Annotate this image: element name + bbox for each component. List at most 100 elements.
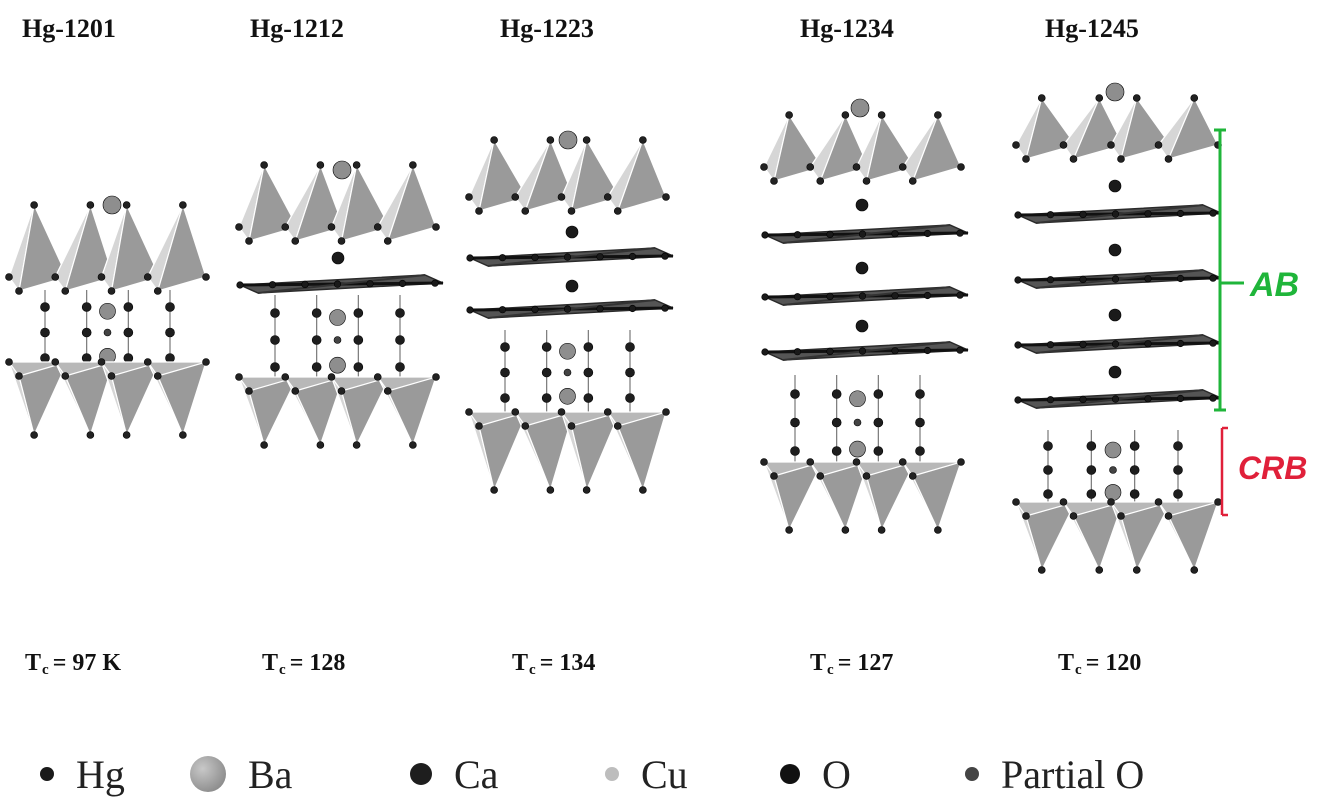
oxygen-atom (639, 486, 647, 494)
oxygen-atom (1176, 339, 1185, 348)
mercury-atom (565, 225, 579, 239)
mercury-atom (1108, 179, 1122, 193)
oxygen-atom (15, 287, 23, 295)
oxygen-atom (51, 273, 60, 281)
calcium-atom (790, 446, 800, 456)
oxygen-atom (567, 207, 576, 215)
oxygen-atom (852, 458, 861, 466)
oxygen-atom (1069, 155, 1078, 163)
mercury-atom (855, 198, 869, 212)
oxygen-atom (179, 431, 187, 439)
oxygen-atom (1059, 141, 1068, 149)
oxygen-atom (891, 347, 899, 355)
oxygen-atom (15, 372, 23, 380)
oxygen-atom (531, 253, 539, 261)
oxygen-atom (1132, 566, 1141, 574)
hg1223-bottom-pyramids (468, 411, 667, 492)
oxygen-atom (260, 441, 268, 449)
oxygen-atom (1209, 339, 1217, 347)
hg1212-bottom-pyramids (238, 376, 437, 447)
oxygen-atom (498, 306, 507, 314)
oxygen-atom (5, 358, 13, 366)
partial-oxygen-atom (333, 336, 342, 344)
oxygen-atom (366, 280, 374, 288)
oxygen-atom (107, 287, 116, 295)
legend-o-dot (780, 764, 800, 784)
calcium-atom (915, 417, 925, 428)
oxygen-atom (235, 373, 243, 381)
oxygen-atom (511, 408, 520, 416)
oxygen-atom (1079, 275, 1087, 284)
oxygen-atom (1012, 141, 1020, 149)
oxygen-atom (268, 281, 277, 289)
calcium-atom (500, 367, 510, 378)
oxygen-atom (1176, 394, 1185, 403)
oxygen-atom (613, 422, 622, 430)
oxygen-atom (179, 201, 187, 209)
calcium-atom (1173, 465, 1183, 475)
mercury-atom (1108, 308, 1122, 322)
oxygen-atom (107, 372, 116, 380)
partial-oxygen-atom (563, 368, 572, 377)
oxygen-atom (51, 358, 60, 366)
oxygen-atom (153, 372, 162, 380)
oxygen-atom (567, 422, 576, 430)
oxygen-atom (858, 347, 867, 355)
calcium-atom (81, 327, 92, 338)
oxygen-atom (490, 136, 498, 144)
oxygen-atom (862, 177, 871, 185)
calcium-atom (915, 389, 925, 399)
oxygen-atom (806, 163, 815, 171)
oxygen-atom (1046, 211, 1055, 219)
title-hg1212: Hg-1212 (250, 14, 344, 43)
oxygen-atom (1111, 210, 1120, 218)
oxygen-atom (877, 111, 886, 119)
calcium-atom (395, 335, 405, 345)
barium-atom (329, 309, 346, 326)
oxygen-atom (143, 358, 152, 366)
oxygen-atom (153, 287, 162, 295)
oxygen-atom (1190, 94, 1199, 102)
hg1234-top-pyramids (763, 113, 962, 183)
mercury-atom (855, 319, 869, 333)
oxygen-atom (785, 526, 793, 534)
barium-atom (559, 387, 576, 405)
oxygen-atom (281, 373, 290, 381)
oxygen-atom (1111, 340, 1120, 348)
oxygen-atom (891, 292, 899, 300)
calcium-atom (831, 389, 842, 399)
calcium-atom (583, 367, 594, 378)
oxygen-atom (316, 441, 325, 449)
hg1223-plane-1 (469, 247, 674, 267)
legend-o: O (780, 752, 851, 797)
calcium-atom (1173, 489, 1183, 499)
legend-ca-dot (410, 763, 432, 785)
calcium-atom (123, 302, 134, 312)
calcium-atom (1173, 441, 1183, 451)
oxygen-atom (563, 305, 572, 313)
oxygen-atom (639, 136, 647, 144)
oxygen-atom (432, 373, 440, 381)
oxygen-atom (760, 458, 768, 466)
oxygen-atom (898, 163, 907, 171)
oxygen-atom (301, 280, 309, 289)
calcium-atom (311, 308, 322, 318)
oxygen-atom (122, 201, 131, 209)
oxygen-atom (431, 279, 439, 287)
oxygen-atom (793, 348, 802, 356)
mercury-atom (565, 279, 579, 293)
calcium-atom (625, 367, 635, 378)
oxygen-atom (858, 292, 867, 300)
oxygen-atom (662, 193, 670, 201)
calcium-atom (123, 327, 134, 338)
oxygen-atom (30, 431, 38, 439)
partial-oxygen-atom (1109, 466, 1117, 474)
mercury-atom (1108, 243, 1122, 257)
calcium-atom (873, 389, 884, 399)
barium-atom (849, 390, 866, 408)
oxygen-atom (841, 526, 850, 534)
oxygen-atom (61, 287, 70, 295)
calcium-atom (831, 417, 842, 428)
barium-atom (558, 130, 578, 150)
oxygen-atom (327, 223, 336, 231)
